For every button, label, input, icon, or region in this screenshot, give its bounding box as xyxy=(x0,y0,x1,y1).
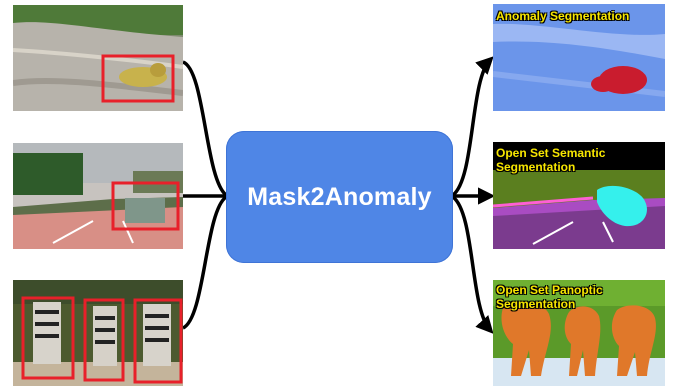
output-panoptic-segmentation xyxy=(493,280,665,386)
anomaly-highlight-box xyxy=(83,298,125,382)
output-anomaly-segmentation xyxy=(493,4,665,111)
input-connector-top xyxy=(182,60,228,197)
anomaly-highlight-box xyxy=(21,296,75,380)
mask2anomaly-model-box: Mask2Anomaly xyxy=(226,131,453,263)
input-image-road xyxy=(13,5,183,111)
output-arrow-top xyxy=(451,56,494,197)
output-arrow-bottom xyxy=(451,195,494,334)
input-connector-bottom xyxy=(181,195,228,330)
output-label-panoptic: Open Set Panoptic Segmentation xyxy=(496,283,603,311)
output-label-semantic: Open Set Semantic Segmentation xyxy=(496,146,606,174)
input-image-zebras xyxy=(13,280,183,386)
input-image-street xyxy=(13,143,183,249)
anomaly-highlight-box xyxy=(133,298,183,384)
output-semantic-segmentation xyxy=(493,142,665,249)
anomaly-highlight-box xyxy=(111,181,180,231)
anomaly-highlight-box xyxy=(101,54,175,103)
output-label-anomaly: Anomaly Segmentation xyxy=(496,9,630,23)
model-name: Mask2Anomaly xyxy=(247,182,432,211)
